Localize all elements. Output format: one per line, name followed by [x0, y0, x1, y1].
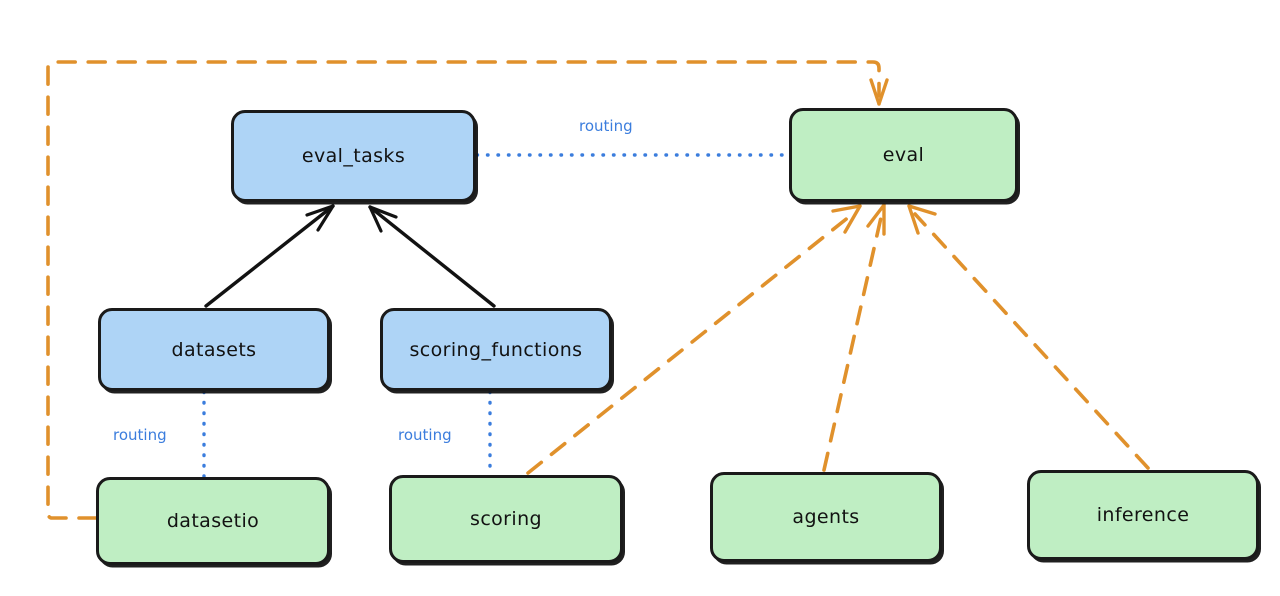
node-label-datasets: datasets [171, 338, 257, 361]
edge-inference-to-eval [907, 204, 1150, 470]
edge-label-routing-datasets: routing [113, 426, 167, 444]
node-label-inference: inference [1096, 504, 1190, 526]
node-agents[interactable]: agents [710, 472, 942, 562]
node-inference[interactable]: inference [1027, 470, 1259, 560]
edge-agents-to-eval [822, 203, 886, 472]
edge-datasetio-to-eval [46, 60, 889, 520]
edge-scoring-functions-to-eval-tasks [368, 205, 496, 308]
edge-datasets-to-eval-tasks [204, 204, 335, 308]
node-eval[interactable]: eval [789, 108, 1018, 202]
edge-label-routing-scoring: routing [398, 426, 452, 444]
edge-scoring-to-eval [526, 204, 862, 475]
node-datasets[interactable]: datasets [98, 308, 330, 391]
node-label-eval: eval [882, 144, 925, 166]
edge-label-routing-eval: routing [579, 117, 633, 135]
node-label-agents: agents [792, 506, 860, 528]
node-label-scoring: scoring [470, 508, 542, 530]
node-scoring[interactable]: scoring [389, 475, 623, 563]
node-label-scoring-functions: scoring_functions [409, 338, 583, 361]
node-label-datasetio: datasetio [166, 510, 260, 532]
node-eval-tasks[interactable]: eval_tasks [231, 110, 476, 202]
node-label-eval-tasks: eval_tasks [301, 145, 406, 167]
node-datasetio[interactable]: datasetio [96, 477, 330, 565]
node-scoring-functions[interactable]: scoring_functions [380, 308, 612, 391]
